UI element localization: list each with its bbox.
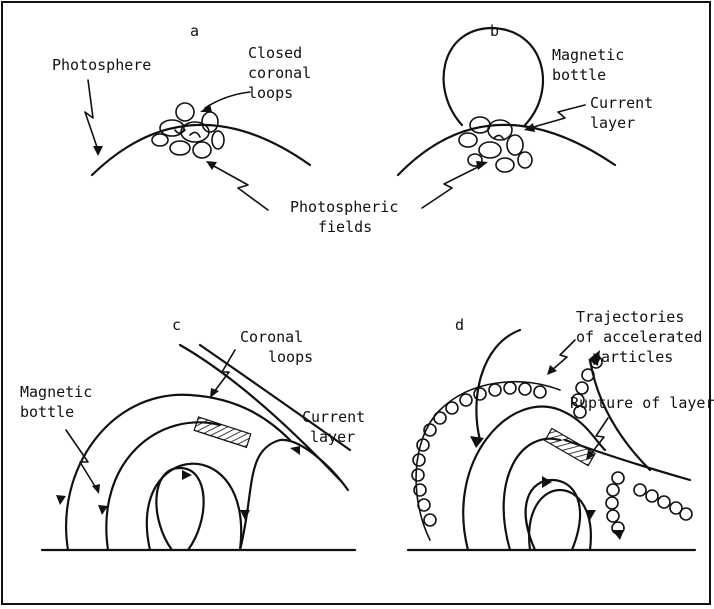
current-layer-label-b1: Current [590, 94, 653, 112]
closed-loops-arrow [205, 92, 250, 108]
particle-helix-d4 [634, 484, 692, 520]
magnetic-bottle-label-c1: Magnetic [20, 383, 92, 401]
closed-loops-label-1: Closed [248, 44, 302, 62]
bottle-line-c3 [147, 464, 241, 550]
photosphere-arc-a [92, 125, 310, 175]
panel-d-letter: d [455, 316, 464, 334]
trajectories-label-3: particles [592, 348, 673, 366]
closed-loops-label-3: loops [248, 84, 293, 102]
photospheric-fields-label-2: fields [318, 218, 372, 236]
panel-d: d [408, 308, 714, 550]
fields-arrow-b [422, 165, 482, 208]
field-arrow-d3 [612, 530, 624, 540]
panel-c: c Coronal loops Magnetic bottle Current … [20, 316, 365, 550]
current-layer-label-c2: layer [310, 428, 355, 446]
bottle-line-c4 [240, 440, 348, 550]
magnetic-bottle-arrow-c [66, 430, 96, 488]
photosphere-arrow [85, 80, 98, 150]
field-loop-d1 [463, 407, 605, 550]
bottle-core-c [156, 468, 203, 550]
bottle-line-c2 [106, 422, 220, 550]
trajectories-label-2: of accelerated [576, 328, 702, 346]
field-arrow-d2 [585, 510, 596, 520]
panel-b-letter: b [490, 22, 499, 40]
panel-c-letter: c [172, 316, 181, 334]
panel-a-letter: a [190, 22, 199, 40]
rupture-label: Rupture of layer [570, 394, 714, 412]
fields-arrow-a-head [206, 161, 217, 170]
coronal-loops-label-c2: loops [268, 348, 313, 366]
current-layer-label-b2: layer [590, 114, 635, 132]
bottle-line-c1 [66, 395, 290, 550]
field-loop-d3 [529, 490, 591, 550]
field-loop-d2 [504, 439, 560, 550]
particle-helix-d3 [606, 472, 624, 534]
photospheric-fields-label-1: Photospheric [290, 198, 398, 216]
panel-b: b Magnetic bottle Current layer [398, 22, 653, 208]
photosphere-arrow-head [93, 146, 103, 156]
current-layer-c [194, 417, 251, 447]
current-layer-arrow-b [530, 105, 585, 128]
panel-a: a Photosphere Closed coronal loops [52, 22, 311, 210]
coronal-line-d1 [590, 360, 650, 470]
trajectories-label-1: Trajectories [576, 308, 684, 326]
magnetic-bottle-label-c2: bottle [20, 403, 74, 421]
coronal-loops-label-c1: Coronal [240, 328, 303, 346]
current-layer-label-c1: Current [302, 408, 365, 426]
fields-arrow-a [212, 165, 268, 210]
magnetic-bottle-label-b1: Magnetic [552, 46, 624, 64]
photosphere-label: Photosphere [52, 56, 151, 74]
closed-loops-arrow-head [200, 104, 212, 112]
magnetic-bottle-arrow-c-head [92, 484, 100, 494]
magnetic-bottle-label-b2: bottle [552, 66, 606, 84]
field-arrow-d1 [542, 476, 552, 488]
closed-loops-label-2: coronal [248, 64, 311, 82]
trajectories-arrow [552, 340, 575, 370]
field-arrow-c1 [56, 495, 66, 505]
magnetic-bottle-loop-b [444, 28, 543, 125]
photosphere-arc-b [398, 125, 615, 175]
fields-arrow-b-head [476, 161, 488, 170]
field-arrow-c5 [290, 446, 300, 455]
